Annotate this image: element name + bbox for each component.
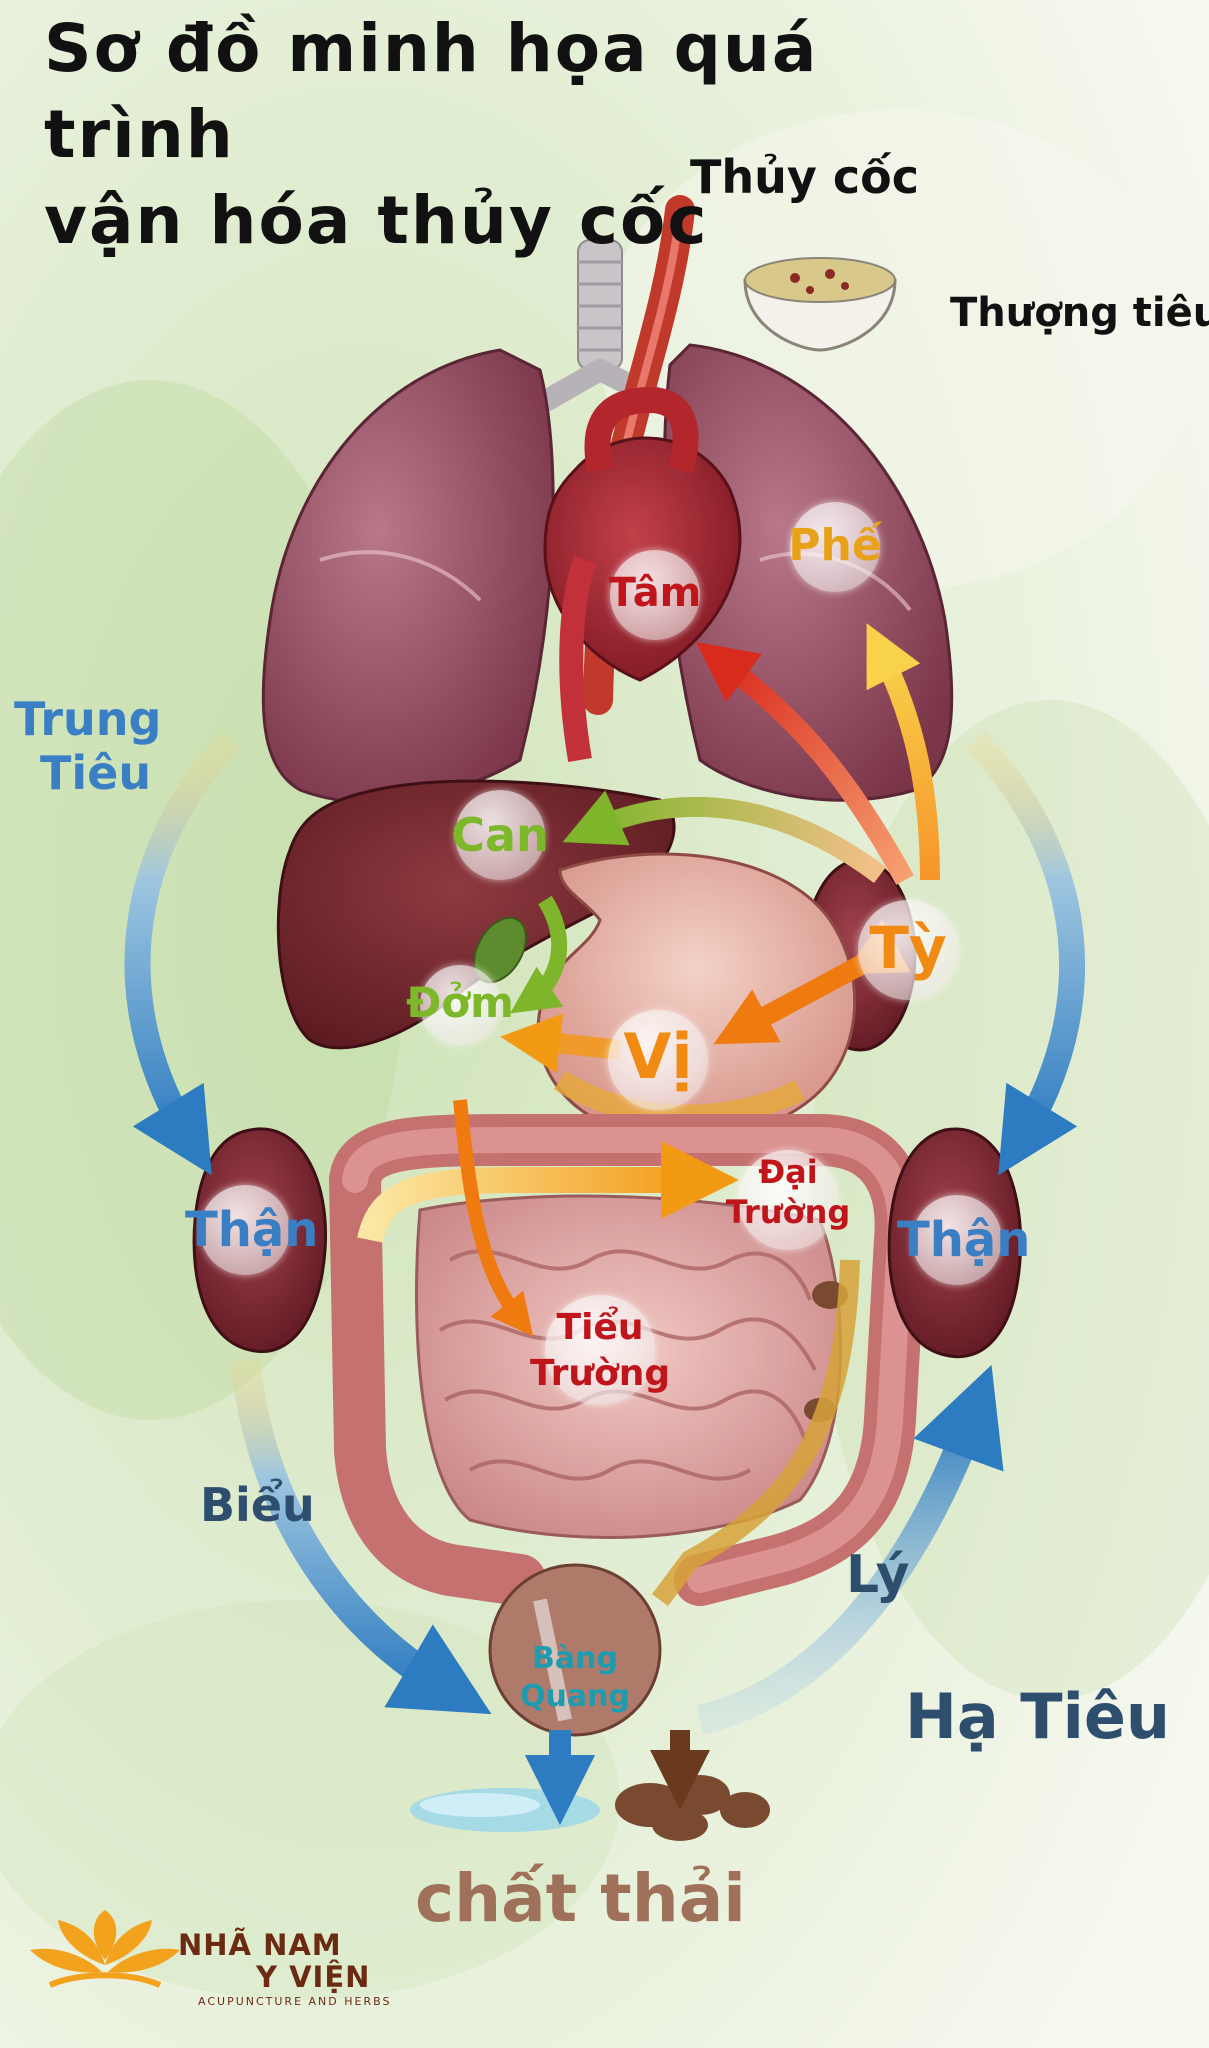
- organ-phe: Phế: [788, 520, 882, 571]
- organ-bang-quang-line-1: Bàng: [532, 1641, 618, 1676]
- organ-tam: Tâm: [608, 570, 702, 616]
- label-thuy-coc: Thủy cốc: [690, 150, 920, 204]
- than-left-circle: [200, 1185, 290, 1275]
- can-circle: [455, 790, 545, 880]
- label-ha-tieu: Hạ Tiêu: [905, 1680, 1171, 1753]
- title-line-2: vận hóa thủy cốc: [44, 182, 709, 259]
- organ-dom: Đởm: [406, 978, 514, 1027]
- label-bieu: Biểu: [200, 1478, 315, 1532]
- title-line-1: Sơ đồ minh họa quá trình: [44, 10, 819, 173]
- brand-name-line-2: Y VIỆN: [256, 1960, 371, 1994]
- vi-circle: [608, 1010, 708, 1110]
- label-thuong-tieu: Thượng tiêu: [950, 290, 1209, 336]
- organ-than-right: Thận: [897, 1212, 1031, 1268]
- organ-bang-quang-line-2: Quang: [520, 1679, 630, 1714]
- organ-than-left: Thận: [185, 1202, 319, 1258]
- tieu-truong-circle: [545, 1295, 655, 1405]
- organ-vi: Vị: [623, 1020, 693, 1093]
- label-ly: Lý: [846, 1545, 910, 1605]
- brand-name-line-1: NHÃ NAM: [178, 1928, 342, 1962]
- organ-bang-quang: Bàng Quang: [505, 1640, 645, 1716]
- label-trung-tieu: Trung Tiêu: [14, 692, 161, 800]
- tam-circle: [610, 550, 700, 640]
- organ-tieu-truong: Tiểu Trường: [530, 1305, 670, 1397]
- organ-dai-truong-line-1: Đại: [758, 1153, 818, 1191]
- lotus-logo-icon: [30, 1910, 180, 1990]
- brand-tagline: ACUPUNCTURE AND HERBS: [198, 1995, 392, 2008]
- organ-tieu-truong-line-2: Trường: [530, 1353, 671, 1394]
- label-trung-tieu-line-1: Trung: [14, 692, 162, 746]
- phe-circle: [790, 502, 880, 592]
- organ-dai-truong-line-2: Trường: [725, 1193, 851, 1231]
- organ-dai-truong: Đại Trường: [718, 1152, 858, 1232]
- label-trung-tieu-line-2: Tiêu: [40, 746, 152, 800]
- dom-circle: [420, 965, 500, 1045]
- than-right-circle: [912, 1195, 1002, 1285]
- organ-tieu-truong-line-1: Tiểu: [556, 1307, 644, 1348]
- organ-can: Can: [451, 808, 549, 862]
- dai-truong-circle: [738, 1150, 838, 1250]
- page-title: Sơ đồ minh họa quá trình vận hóa thủy cố…: [44, 6, 944, 264]
- label-chat-thai: chất thải: [415, 1860, 746, 1937]
- organ-ty: Tỳ: [869, 914, 947, 982]
- ty-circle: [858, 900, 958, 1000]
